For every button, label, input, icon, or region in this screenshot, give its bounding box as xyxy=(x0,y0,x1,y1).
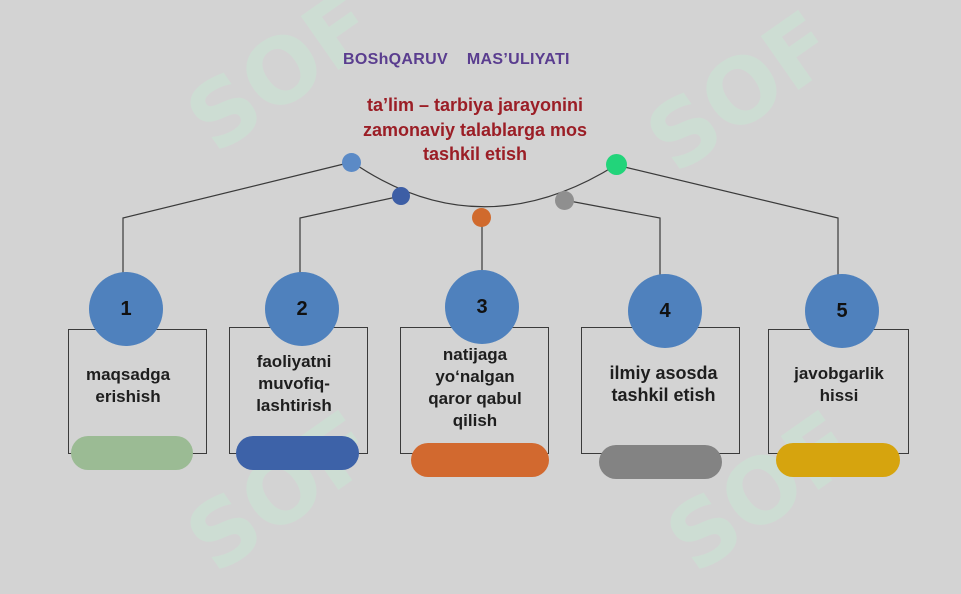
item-text-4: ilmiy asosda tashkil etish xyxy=(609,363,718,405)
item-color-bar-3 xyxy=(411,443,549,477)
arc-dot-1 xyxy=(342,153,361,172)
arc-dot-3 xyxy=(472,208,491,227)
connector-1 xyxy=(122,161,353,275)
arc-dot-5 xyxy=(606,154,627,175)
item-number-5: 5 xyxy=(805,274,879,348)
item-color-bar-2 xyxy=(236,436,359,470)
item-number-3: 3 xyxy=(445,270,519,344)
connector-2 xyxy=(299,195,402,275)
item-color-bar-5 xyxy=(776,443,900,477)
arc-line xyxy=(351,161,617,208)
arc-dot-4 xyxy=(555,191,574,210)
item-text-5: javobgarlik hissi xyxy=(794,364,884,405)
page-title: BOShQARUV MAS’ULIYATI xyxy=(343,51,570,69)
center-statement: ta’lim – tarbiya jarayonini zamonaviy ta… xyxy=(362,95,588,164)
item-color-bar-1 xyxy=(71,436,193,470)
connector-5 xyxy=(615,164,839,275)
item-number-1: 1 xyxy=(89,272,163,346)
arc-dot-2 xyxy=(392,187,410,205)
item-color-bar-4 xyxy=(599,445,722,479)
title-part-2: MAS’ULIYATI xyxy=(466,51,570,68)
connector-lines xyxy=(122,161,839,275)
item-text-2: faoliyatni muvofiq-lashtirish xyxy=(256,352,332,415)
item-text-1: maqsadga erishish xyxy=(85,365,171,406)
item-number-4: 4 xyxy=(628,274,702,348)
item-number-2: 2 xyxy=(265,272,339,346)
item-text-3: natijaga yo‘nalgan qaror qabul qilish xyxy=(428,345,522,430)
title-part-1: BOShQARUV xyxy=(343,51,448,68)
connector-4 xyxy=(563,199,661,275)
